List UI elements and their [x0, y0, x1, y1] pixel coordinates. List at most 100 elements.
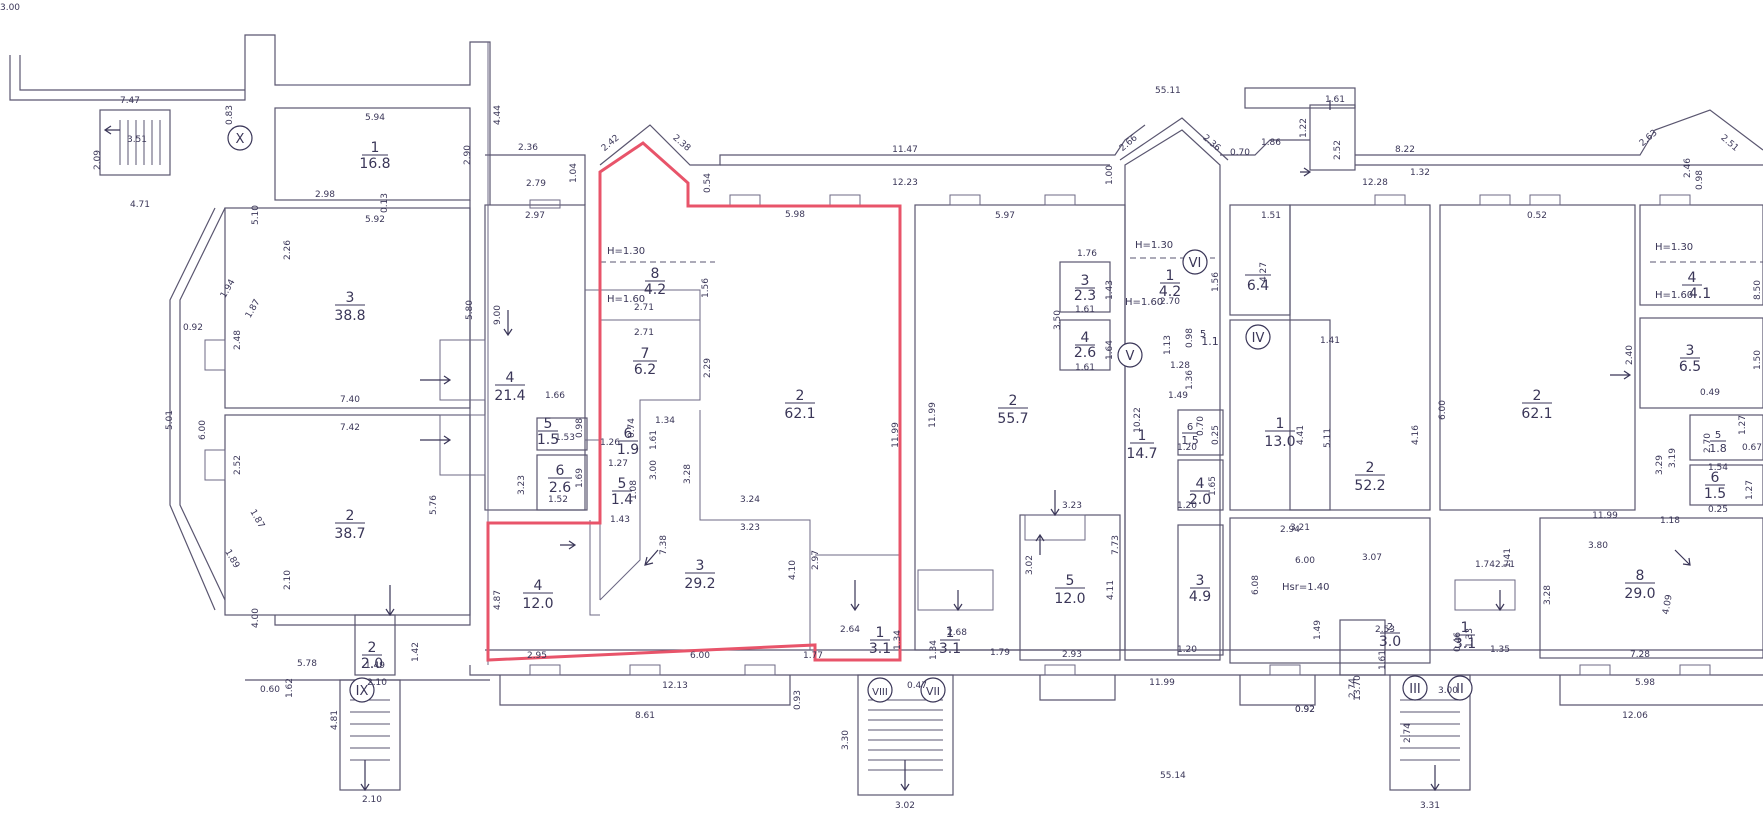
room-label: 113.0: [1264, 416, 1295, 450]
svg-text:3.1: 3.1: [869, 641, 891, 657]
dimension-label: 1.87: [247, 508, 266, 530]
svg-text:3: 3: [696, 558, 705, 574]
room-label: 329.2: [684, 558, 715, 592]
dimension-label: 0.47: [907, 681, 927, 691]
dimension-label: 2.79: [526, 179, 546, 189]
height-label: H=1.30: [1655, 242, 1693, 253]
dimension-label: 2.38: [670, 133, 692, 154]
svg-text:8: 8: [1636, 568, 1645, 584]
svg-text:5: 5: [544, 416, 553, 432]
room-label: 238.7: [334, 508, 365, 542]
entry-arrows: [103, 100, 1691, 792]
dimension-label: 7.47: [120, 96, 140, 106]
dimension-label: 5.80: [465, 300, 475, 320]
svg-text:6: 6: [1187, 422, 1193, 433]
svg-text:3: 3: [346, 290, 355, 306]
dimension-label: 1.65: [1208, 476, 1218, 496]
room-label: 51.1: [1200, 329, 1219, 348]
room-label: 512.0: [1054, 573, 1085, 607]
svg-text:4.9: 4.9: [1189, 589, 1211, 605]
svg-text:52.2: 52.2: [1354, 478, 1385, 494]
svg-text:1.5: 1.5: [1704, 486, 1726, 502]
room-label: 252.2: [1354, 460, 1385, 494]
svg-text:2: 2: [796, 388, 805, 404]
dimension-label: 0.60: [260, 685, 280, 695]
dimension-label: 6.08: [1251, 575, 1261, 595]
roman-marker: VII: [920, 677, 946, 703]
height-labels: H=1.30 H=1.60 H=1.30 H=1.60 H=1.30 H=1.6…: [607, 240, 1693, 593]
svg-text:5: 5: [1200, 329, 1206, 340]
height-label: H=1.60: [1125, 297, 1163, 308]
dimension-label: 0.92: [1295, 705, 1315, 715]
dimension-label: 1.53: [555, 433, 575, 443]
svg-text:1: 1: [1166, 268, 1175, 284]
svg-text:VIII: VIII: [872, 687, 888, 698]
dimension-label: 5.94: [365, 113, 385, 123]
room-label: 51.4: [611, 476, 633, 508]
dimension-label: 2.71: [634, 303, 654, 313]
dimension-label: 0.98: [1185, 328, 1195, 348]
dimension-label: 0.13: [380, 193, 390, 213]
svg-text:4: 4: [534, 578, 543, 594]
room-label: 421.4: [494, 370, 525, 404]
roman-marker: X: [227, 125, 253, 151]
svg-text:6: 6: [1711, 470, 1720, 486]
dimension-label: 2.10: [367, 678, 387, 688]
dimension-label: 1.41: [1320, 336, 1340, 346]
overall-dim-bottom: 55.14: [1160, 771, 1186, 781]
dimension-label: 1.69: [575, 468, 585, 488]
dimension-label: 2.40: [1625, 345, 1635, 365]
dimension-label: 4.41: [1296, 425, 1306, 445]
dimension-label: 11.47: [892, 145, 918, 155]
dimension-label: 1.56: [701, 278, 711, 298]
dimension-label: 5.97: [995, 211, 1015, 221]
dimension-label: 1.36: [1185, 370, 1195, 390]
dimension-label: 2.93: [1062, 650, 1082, 660]
dimension-label: 1.27: [608, 459, 628, 469]
svg-text:4.1: 4.1: [1689, 286, 1711, 302]
dimension-label: 1.50: [1753, 350, 1763, 370]
svg-text:29.0: 29.0: [1624, 586, 1655, 602]
dimension-label: 1.22: [1299, 118, 1309, 138]
dimension-label: 1.20: [1177, 645, 1197, 655]
svg-text:4: 4: [1196, 476, 1205, 492]
room-label: 338.8: [334, 290, 365, 324]
dimension-label: 2.71: [634, 328, 654, 338]
svg-text:16.8: 16.8: [359, 156, 390, 172]
room-label: 829.0: [1624, 568, 1655, 602]
room-label: 61.5: [1704, 470, 1726, 502]
dimension-label: 1.61: [1075, 305, 1095, 315]
height-label: H=1.30: [607, 246, 645, 257]
svg-text:14.7: 14.7: [1126, 446, 1157, 462]
svg-text:1.5: 1.5: [1181, 434, 1199, 447]
dimension-label: 1.35: [1490, 645, 1510, 655]
dimension-label: 2.95: [527, 651, 547, 661]
dimension-label: 0.92: [183, 323, 203, 333]
dimension-label: 4.27: [1259, 262, 1269, 282]
svg-text:1: 1: [1276, 416, 1285, 432]
dimension-label: 3.00: [649, 460, 659, 480]
dimension-label: 4.09: [1661, 594, 1674, 616]
svg-text:21.4: 21.4: [494, 388, 525, 404]
dimension-label: 11.99: [1592, 511, 1618, 521]
dimension-label: 1.49: [1168, 391, 1188, 401]
svg-text:4: 4: [506, 370, 515, 386]
dimension-label: 3.30: [841, 730, 851, 750]
dimension-label: 0.98: [1695, 170, 1705, 190]
dimension-label: 6.00: [690, 651, 710, 661]
dimension-label: 7.40: [340, 395, 360, 405]
dimension-label: 11.99: [928, 402, 938, 428]
dimension-label: 0.92: [1295, 705, 1315, 715]
dimension-label: 2.63: [1638, 128, 1660, 149]
dimension-label: 0.25: [1211, 425, 1221, 445]
svg-text:2.6: 2.6: [549, 480, 571, 496]
roman-marker: II: [1447, 675, 1473, 701]
dimension-label: 6.00: [1438, 400, 1448, 420]
svg-text:1: 1: [946, 625, 955, 641]
room-label: 23.0: [1379, 622, 1401, 650]
dimension-label: 2.90: [463, 145, 473, 165]
dimension-label: 1.34: [655, 416, 675, 426]
dimension-label: 12.28: [1362, 178, 1388, 188]
svg-text:1: 1: [876, 625, 885, 641]
